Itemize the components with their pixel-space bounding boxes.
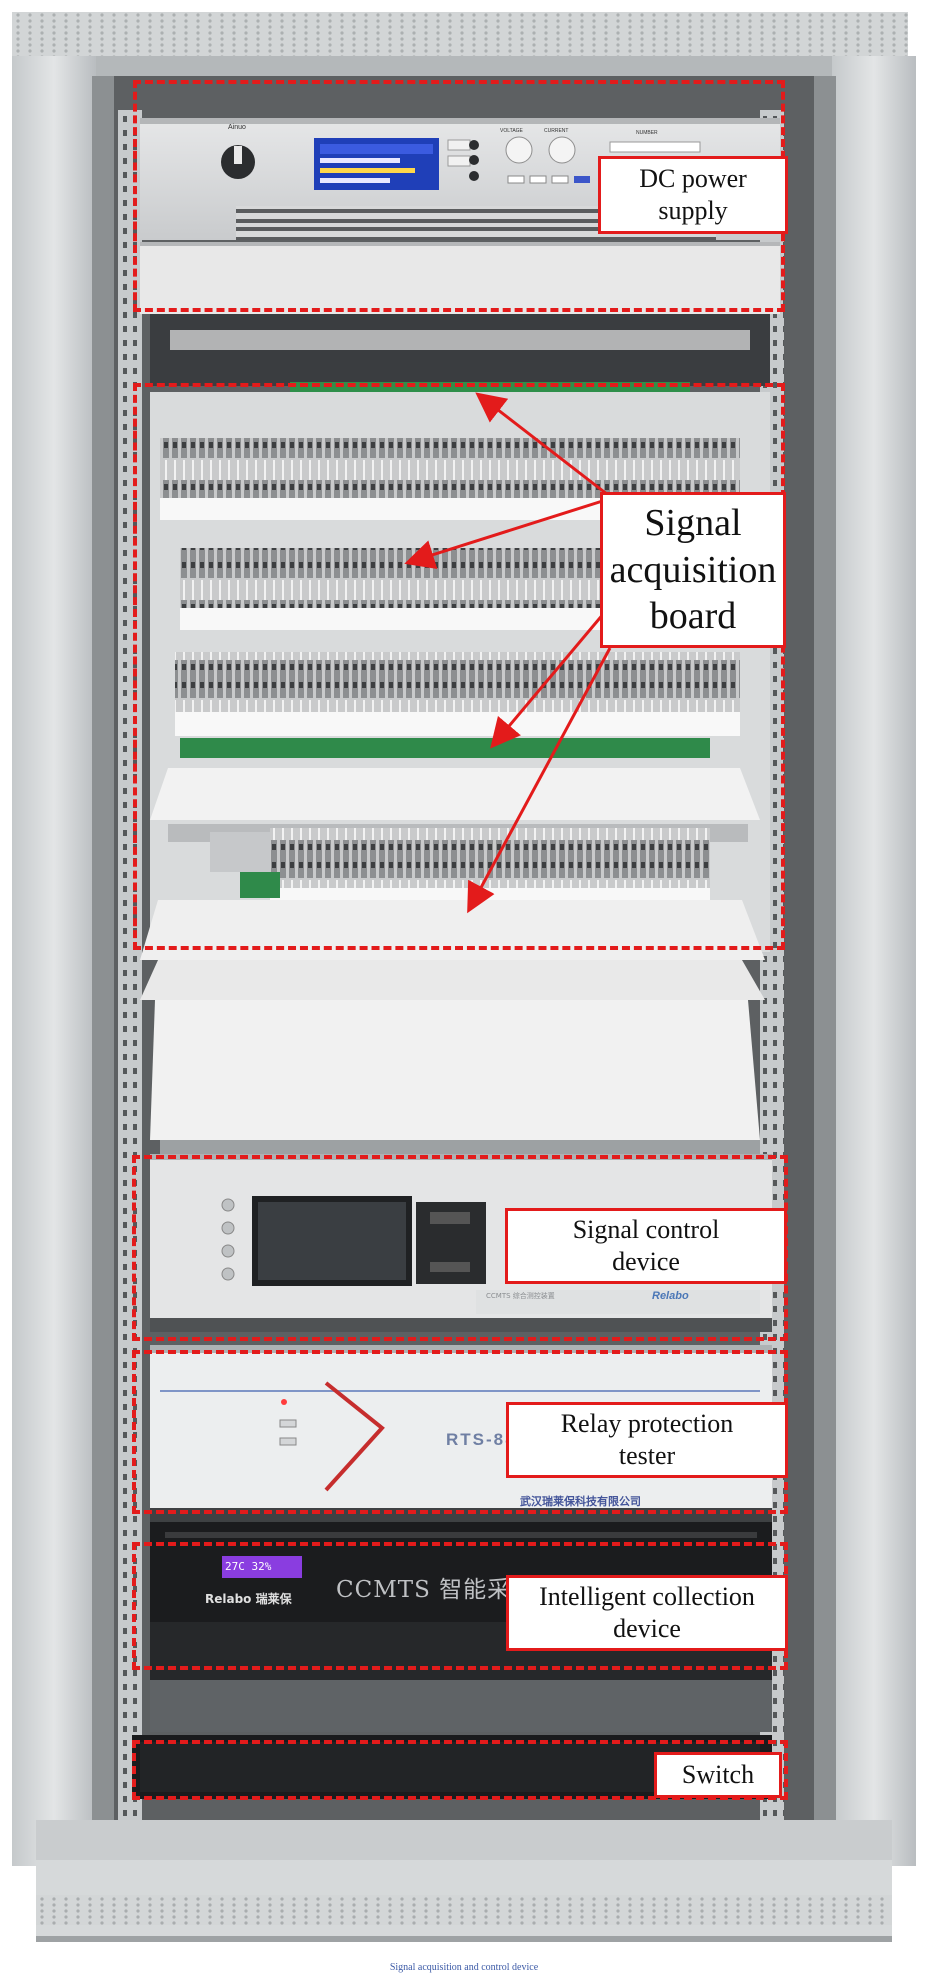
label-intelligent-collection-device: Intelligent collection device [506, 1575, 788, 1651]
figure-caption: Signal acquisition and control device [389, 1962, 539, 1973]
psu-voltage-text: VOLTAGE [500, 128, 523, 134]
label-signal-acquisition-board: Signal acquisition board [600, 492, 786, 648]
label-switch: Switch [654, 1752, 782, 1798]
label-dc-power-supply: DC power supply [598, 156, 788, 234]
psu-brand-text: Ainuo [228, 124, 246, 131]
zone-switch [132, 1740, 788, 1800]
arrow-to-terminal-strip [404, 496, 613, 570]
rts-model-text: RTS-88 [446, 1430, 517, 1449]
relabo-logo: Relabo 瑞莱保 [205, 1592, 292, 1606]
zone-signal-board [133, 383, 785, 950]
ccmts-panel-text: CCMTS 综合测控装置 [486, 1292, 555, 1300]
lcd-readout: 27C 32% [225, 1560, 272, 1573]
relay-company-text: 武汉瑞莱保科技有限公司 [520, 1495, 641, 1508]
label-signal-control-device: Signal control device [505, 1208, 787, 1284]
psu-number-text: NUMBER [636, 130, 658, 136]
psu-current-text: CURRENT [544, 128, 569, 134]
arrow-to-middle-board [490, 599, 617, 749]
arrow-to-top-connector [475, 392, 613, 500]
label-relay-protection-tester: Relay protection tester [506, 1402, 788, 1478]
arrow-to-lower-board [467, 647, 612, 914]
ccmts-brand-text: CCMTS 智能采 [336, 1577, 512, 1603]
relabo-small-logo: Relabo [652, 1290, 689, 1302]
